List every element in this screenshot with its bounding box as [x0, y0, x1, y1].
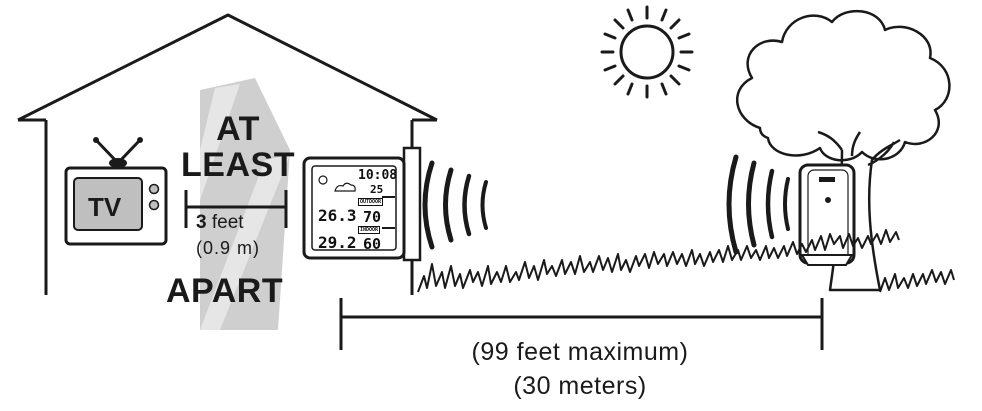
- display-time: 10:08: [358, 168, 398, 183]
- apart-label: APART: [166, 272, 284, 310]
- min-distance-feet: 3 feet: [196, 212, 244, 234]
- sun-icon: [600, 5, 694, 99]
- gray-band: [200, 78, 290, 330]
- outdoor-tag: OUTDOOR: [358, 198, 384, 206]
- grass-right: [879, 269, 955, 293]
- least-label: LEAST: [181, 146, 295, 184]
- tv-label: TV: [88, 192, 122, 222]
- signal-waves-outdoor: [726, 154, 790, 255]
- indoor-temperature: 29.2: [318, 233, 357, 252]
- outdoor-temperature: 26.3: [318, 206, 357, 225]
- max-range-feet: (99 feet maximum): [471, 338, 689, 366]
- at-label: AT: [216, 110, 260, 148]
- indoor-humidity: 60: [363, 235, 382, 253]
- wall-window: [402, 146, 422, 262]
- signal-waves-indoor: [422, 160, 488, 250]
- grass: [417, 229, 900, 293]
- min-distance-value: 3: [196, 212, 207, 233]
- max-range-meters: (30 meters): [513, 372, 647, 400]
- min-distance-meters: (0.9 m): [196, 238, 261, 258]
- gray-band-stripe: [200, 84, 240, 200]
- gray-band-stripe-2: [200, 155, 290, 330]
- outdoor-humidity: 70: [363, 208, 382, 226]
- display-date: 25: [370, 183, 384, 196]
- min-distance-bar: [184, 190, 288, 228]
- min-distance-unit: feet: [211, 212, 244, 233]
- max-range-bar: [339, 298, 824, 350]
- tv-icon: [64, 137, 168, 246]
- indoor-tag: INDOOR: [358, 226, 381, 234]
- tree: [736, 9, 951, 292]
- house: [17, 13, 438, 295]
